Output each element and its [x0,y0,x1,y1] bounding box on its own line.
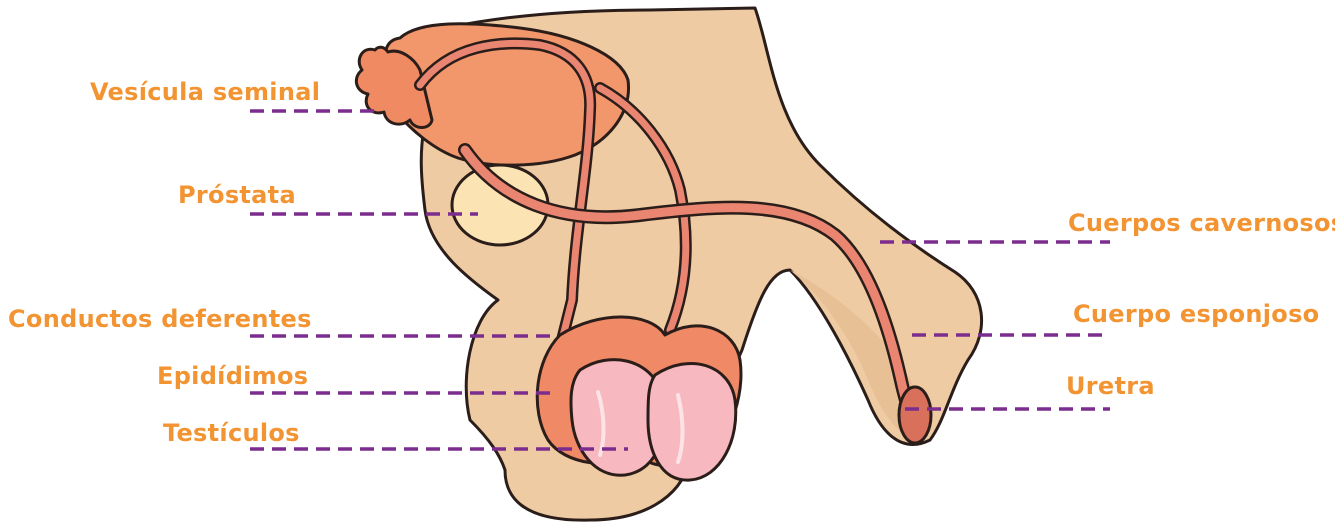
label-prostata: Próstata [178,183,296,207]
label-uretra: Uretra [1066,374,1155,398]
label-epididimos: Epidídimos [157,364,308,388]
label-conductos-deferentes: Conductos deferentes [8,307,312,331]
label-cuerpo-esponjoso: Cuerpo esponjoso [1073,302,1319,326]
testis-right [648,363,736,480]
label-vesicula-seminal: Vesícula seminal [90,80,320,104]
label-cuerpos-cavernosos: Cuerpos cavernosos [1068,211,1335,235]
urethra-tip [899,387,931,443]
label-testiculos: Testículos [163,421,300,445]
